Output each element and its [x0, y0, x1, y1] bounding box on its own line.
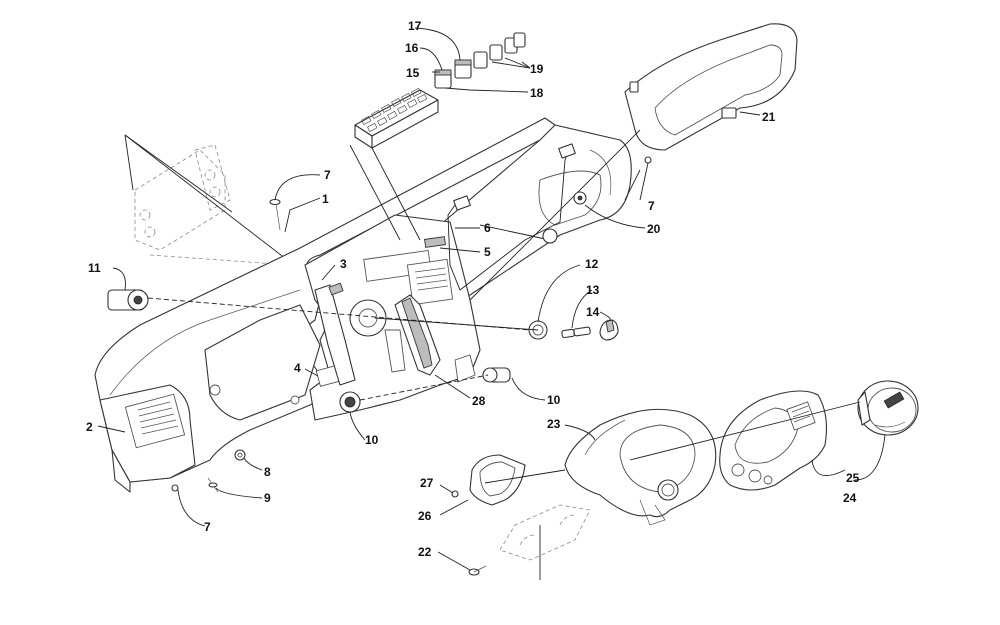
callout-19: 19 [530, 62, 544, 76]
gauge-axis-line [629, 401, 861, 461]
callout-15: 15 [406, 66, 420, 80]
callout-24: 24 [843, 491, 857, 505]
screw-27 [451, 490, 459, 498]
callout-12: 12 [585, 257, 599, 271]
callout-20: 20 [647, 222, 661, 236]
callout-10-right: 10 [547, 393, 561, 407]
ignition-switch [107, 289, 149, 311]
grommet-8 [234, 449, 246, 461]
callout-28: 28 [472, 394, 486, 408]
fuse-block [354, 87, 439, 149]
clip-7-lower [171, 484, 179, 492]
callout-3: 3 [340, 257, 347, 271]
callout-4: 4 [294, 361, 301, 375]
callout-6: 6 [484, 221, 491, 235]
callout-labels: 1 2 3 4 5 6 7 7 7 8 9 10 10 11 12 13 14 … [86, 19, 860, 559]
callout-13: 13 [586, 283, 600, 297]
relay-16 [434, 69, 452, 89]
ghost-mounting-bracket [124, 134, 291, 266]
fuse-block-leader-left [349, 144, 401, 241]
callout-11: 11 [88, 261, 101, 275]
callout-7-right: 7 [648, 199, 655, 213]
gauge-decal [719, 390, 827, 491]
callout-21: 21 [762, 110, 776, 124]
callout-7-lower: 7 [204, 520, 211, 534]
clip-7-right [644, 156, 652, 164]
outlet-axis-line [359, 374, 489, 401]
left-trim-panel [99, 282, 356, 493]
key-assembly-leader [374, 317, 539, 331]
fuse-19c [513, 32, 526, 48]
power-outlet-right [482, 367, 511, 383]
screw-22 [468, 565, 487, 576]
callout-25: 25 [846, 471, 860, 485]
key-13 [561, 326, 591, 339]
center-console [304, 214, 481, 421]
knob-14 [599, 319, 619, 341]
callout-8: 8 [264, 465, 271, 479]
callout-5: 5 [484, 245, 491, 259]
fuse-19a [489, 44, 503, 61]
callout-2: 2 [86, 420, 93, 434]
gauge-bracket [469, 454, 566, 506]
callout-9: 9 [264, 491, 271, 505]
ghost-gauge-mount [499, 504, 591, 580]
screw-7-upper [269, 198, 281, 231]
callout-16: 16 [405, 41, 419, 55]
callout-1: 1 [322, 192, 329, 206]
callout-17: 17 [408, 19, 422, 33]
fuse-18 [473, 51, 488, 69]
callout-26: 26 [418, 509, 432, 523]
fuse-block-leader-right [371, 147, 421, 241]
callout-14: 14 [586, 305, 600, 319]
callout-18: 18 [530, 86, 544, 100]
wiring-harness [447, 143, 587, 291]
callout-10-left: 10 [365, 433, 379, 447]
relay-17 [454, 59, 472, 79]
callout-leaders [97, 27, 886, 571]
screw-9 [207, 477, 219, 493]
speedometer [857, 380, 919, 436]
power-outlet-left [339, 391, 361, 413]
gauge-bezel [564, 408, 717, 526]
callout-7-upper: 7 [324, 168, 331, 182]
callout-22: 22 [418, 545, 432, 559]
callout-23: 23 [547, 417, 561, 431]
upper-trim-panel [469, 23, 798, 301]
callout-27: 27 [420, 476, 434, 490]
